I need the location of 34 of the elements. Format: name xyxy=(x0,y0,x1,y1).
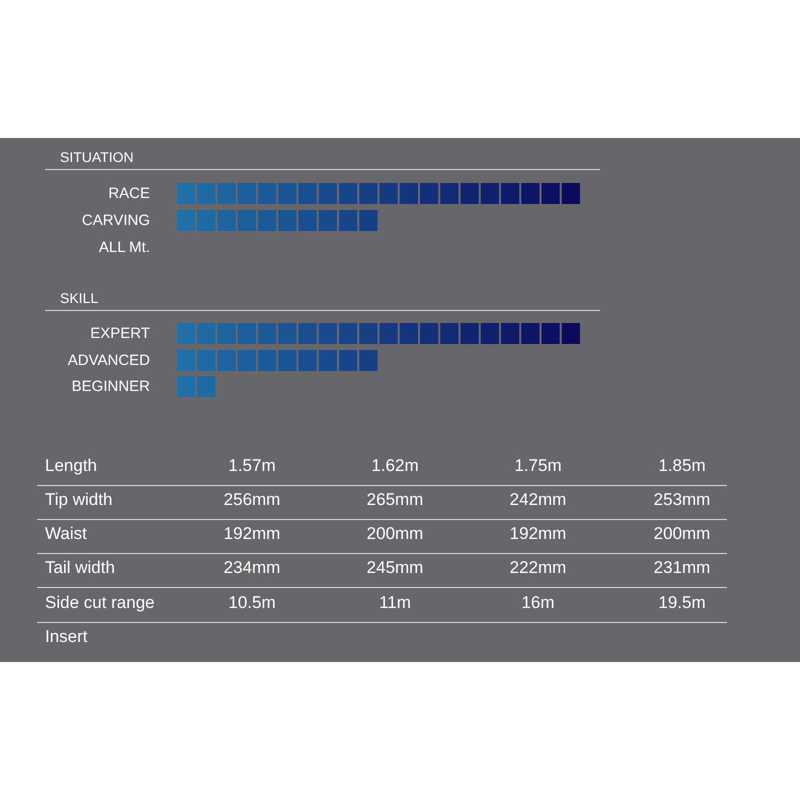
table-cell: 1.85m xyxy=(658,456,706,476)
table-cell: 19.5m xyxy=(658,593,706,613)
table-row-header: Length xyxy=(45,456,97,476)
section-heading: SITUATION xyxy=(60,148,134,167)
rating-label: BEGINNER xyxy=(72,377,150,397)
table-row-header: Waist xyxy=(45,524,87,544)
table-cell: 1.57m xyxy=(228,456,276,476)
table-cell: 200mm xyxy=(366,524,424,544)
table-cell: 192mm xyxy=(224,524,280,544)
rating-label: RACE xyxy=(108,184,150,204)
rating-label: CARVING xyxy=(82,211,150,231)
table-cell: 242mm xyxy=(510,490,566,510)
table-cell: 245mm xyxy=(366,558,424,578)
table-cell: 200mm xyxy=(654,524,710,544)
table-cell: 11m xyxy=(379,593,411,613)
table-cell: 1.75m xyxy=(514,456,562,476)
table-cell: 234mm xyxy=(224,558,280,578)
rating-label: ALL Mt. xyxy=(98,238,150,258)
table-row-header: Tail width xyxy=(45,558,115,578)
table-cell: 256mm xyxy=(224,490,280,510)
rating-label: EXPERT xyxy=(90,324,150,344)
table-cell: 10.5m xyxy=(228,593,276,613)
table-cell: 253mm xyxy=(654,490,710,510)
table-cell: 1.62m xyxy=(371,456,419,476)
table-cell: 231mm xyxy=(654,558,710,578)
table-row-header: Insert xyxy=(45,627,88,647)
section-heading: SKILL xyxy=(60,289,98,308)
rating-label: ADVANCED xyxy=(68,351,150,371)
table-cell: 265mm xyxy=(366,490,424,510)
table-row-header: Tip width xyxy=(45,490,112,510)
table-cell: 222mm xyxy=(510,558,566,578)
table-cell: 16m xyxy=(521,593,555,613)
table-row-header: Side cut range xyxy=(45,593,155,613)
table-cell: 192mm xyxy=(510,524,566,544)
